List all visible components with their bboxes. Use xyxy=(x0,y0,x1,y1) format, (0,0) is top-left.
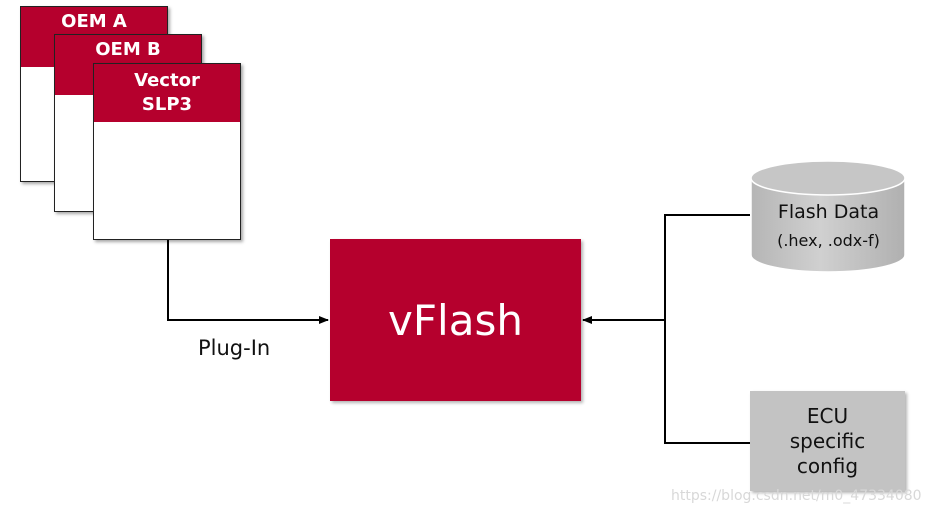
vector-slp3-line1: Vector xyxy=(134,70,200,91)
watermark: https://blog.csdn.net/m0_47334080 xyxy=(671,488,922,504)
ecu-config-line3: config xyxy=(796,453,859,478)
vector-slp3-header: Vector SLP3 xyxy=(94,64,240,122)
vector-slp3-line2: SLP3 xyxy=(141,94,193,115)
ecu-config-line2: specific xyxy=(789,428,866,453)
data-bracket-line xyxy=(664,214,750,444)
ecu-config-line1: ECU xyxy=(806,403,849,428)
vector-slp3-card: Vector SLP3 xyxy=(93,63,241,240)
flash-data-cylinder xyxy=(750,160,906,273)
flash-data-title: Flash Data xyxy=(777,201,880,223)
plugin-label: Plug-In xyxy=(198,336,271,360)
vflash-label: vFlash xyxy=(388,295,523,345)
oem-a-label: OEM A xyxy=(61,11,127,32)
ecu-config-box: ECU specific config xyxy=(750,391,905,491)
flash-data-text: Flash Data (.hex, .odx-f) xyxy=(750,200,907,250)
flash-data-formats: (.hex, .odx-f) xyxy=(777,231,880,250)
oem-b-label: OEM B xyxy=(95,39,161,60)
plugin-connector-arrow xyxy=(167,240,329,324)
vflash-box: vFlash xyxy=(330,239,581,401)
